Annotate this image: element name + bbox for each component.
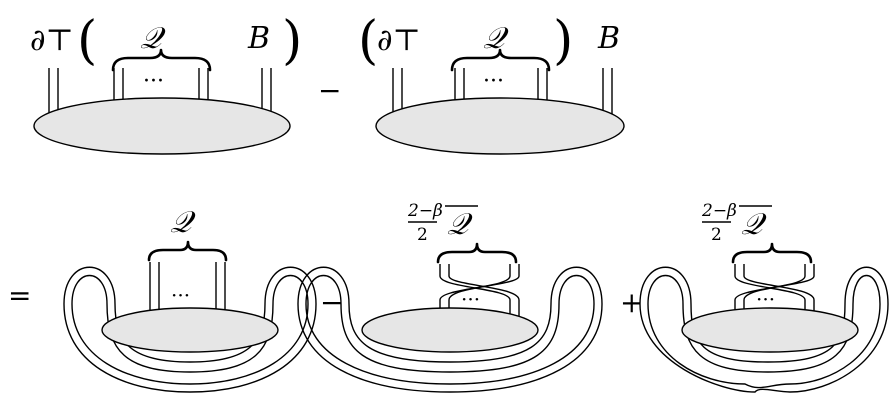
outer-band-3 — [63, 266, 317, 393]
outer-band-4 — [297, 266, 603, 393]
inner-band-5 — [647, 275, 881, 389]
b-label-1: B — [247, 21, 270, 56]
dots-3: ··· — [171, 283, 190, 307]
disk-2 — [375, 97, 625, 155]
braided-strands-4 — [439, 264, 520, 322]
q-label-3: 𝒬 — [170, 205, 196, 240]
paren-open-2: ( — [358, 11, 378, 71]
term-4: 2−β 2 𝒬 ··· — [297, 201, 603, 393]
plus-sign: + — [620, 286, 643, 319]
term-2: ( ∂⊤ ) 𝒬 B ··· — [358, 11, 625, 155]
term-1: ∂⊤ ( ) 𝒬 B ··· — [30, 11, 302, 155]
term-5: 2−β 2 𝒬 ··· — [639, 201, 889, 393]
outer-band-5 — [639, 266, 889, 393]
minus-bottom: − — [320, 286, 343, 319]
coef-den-5: 2 — [711, 225, 722, 245]
braided-strands-5 — [734, 264, 815, 322]
brace-3 — [147, 240, 228, 262]
q-label-2: 𝒬 — [483, 21, 509, 56]
brace-4 — [436, 242, 518, 264]
disk-4 — [361, 307, 539, 353]
coef-num-5: 2−β — [701, 201, 737, 221]
disk-1 — [33, 97, 291, 155]
coef-den-4: 2 — [417, 225, 428, 245]
term-3: 𝒬 ··· — [63, 205, 317, 393]
inner-band-3 — [71, 275, 309, 385]
paren-close-1: ) — [282, 11, 302, 71]
paren-open-1: ( — [77, 11, 97, 71]
q-label-5: 𝒬 — [741, 207, 767, 242]
partial-t-1: ∂⊤ — [30, 23, 74, 58]
disk-3 — [101, 307, 279, 353]
minus-top: − — [318, 74, 341, 107]
dots-1: ··· — [143, 69, 164, 94]
paren-close-2: ) — [553, 11, 573, 71]
brace-5 — [731, 242, 813, 264]
equals-sign: = — [8, 279, 31, 312]
disk-5 — [681, 307, 859, 353]
coef-num-4: 2−β — [407, 201, 443, 221]
brace-2 — [450, 48, 551, 72]
b-label-2: B — [597, 21, 620, 56]
q-label-4: 𝒬 — [447, 207, 473, 242]
dots-2: ··· — [483, 69, 504, 94]
inner-band-4 — [305, 275, 595, 385]
dots-4: ··· — [461, 287, 480, 311]
partial-t-2: ∂⊤ — [377, 23, 421, 58]
dots-5: ··· — [756, 287, 775, 311]
brace-1 — [111, 48, 212, 72]
